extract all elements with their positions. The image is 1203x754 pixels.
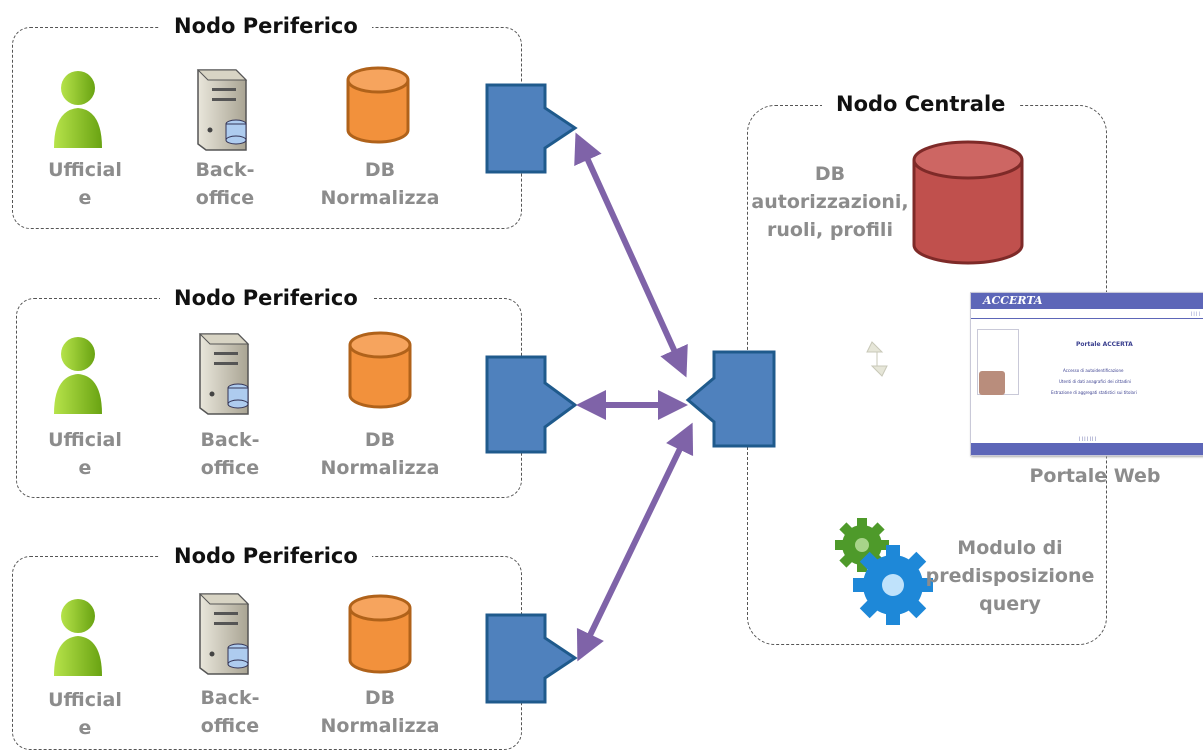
person-icon-3: [54, 599, 102, 676]
arrow-link-1: [574, 132, 688, 378]
portal-brand: ACCERTA: [971, 293, 1203, 309]
db-normalizza-icon-3: [348, 594, 412, 674]
gears-icon: [835, 518, 933, 625]
person-icon-2: [54, 337, 102, 414]
db-normalizza-icon-2: [348, 331, 412, 409]
db-normalizza-icon-1: [346, 66, 410, 144]
arrow-link-3: [576, 422, 694, 662]
portal-line-1: Accesso di autoidentificazione: [1063, 368, 1124, 373]
peripheral-node-3-title: Nodo Periferico: [160, 544, 372, 568]
backoffice-label-3: Back-office: [200, 687, 260, 737]
db-central-icon: [912, 140, 1024, 265]
portal-heading: Portale ACCERTA: [1076, 341, 1133, 348]
updown-arrow-icon: [866, 341, 888, 377]
connector-central: [685, 350, 776, 448]
server-icon-2: [198, 333, 250, 415]
person-icon-1: [54, 71, 102, 148]
central-node-title: Nodo Centrale: [822, 92, 1020, 116]
portal-line-2: Utenti di dati anagrafici dei cittadini: [1059, 379, 1132, 384]
connector-peripheral-2: [485, 355, 578, 454]
portal-photo: [979, 371, 1005, 395]
connector-peripheral-1: [485, 83, 578, 174]
peripheral-node-2-title: Nodo Periferico: [160, 286, 372, 310]
backoffice-label-2: Back-office: [200, 429, 260, 479]
portal-line-3: Estrazione di aggregati statistici sui t…: [1051, 390, 1137, 395]
server-icon-1: [196, 69, 248, 151]
portal-menu: | | | |: [971, 309, 1203, 319]
connector-peripheral-3: [485, 613, 578, 704]
server-icon-3: [198, 593, 250, 675]
portal-web-thumbnail: ACCERTA | | | | Portale ACCERTA Accesso …: [970, 292, 1203, 456]
backoffice-label-1: Back-office: [195, 159, 255, 209]
peripheral-node-1-title: Nodo Periferico: [160, 14, 372, 38]
portal-footer-menu: | | | | | | |: [1078, 436, 1097, 441]
portal-footer: [971, 443, 1203, 455]
portal-web-label: Portale Web: [1029, 465, 1161, 487]
